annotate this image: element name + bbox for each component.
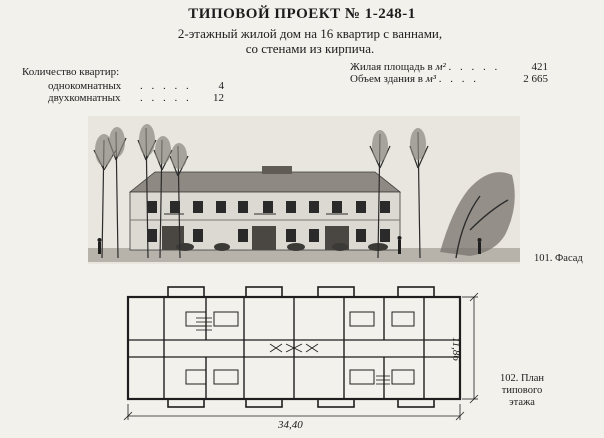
facade-figure-caption: Фасад: [555, 253, 583, 264]
living-area-unit: м²: [435, 61, 446, 73]
living-area-dots: . . . . .: [448, 61, 501, 73]
living-area-label: Жилая площадь в: [350, 61, 433, 73]
apartment-row-2-label: двухкомнатных: [48, 92, 121, 104]
volume-value: 2 665: [523, 73, 548, 85]
facade-figure-number: 101.: [534, 253, 553, 264]
plan-caption: 102. План типового этажа: [486, 373, 558, 409]
plan-caption-line-3: этажа: [509, 397, 535, 408]
project-subtitle: 2-этажный жилой дом на 16 квартир с ванн…: [100, 26, 520, 56]
plan-depth-dimension: 11,86: [450, 337, 462, 361]
plan-figure-number: 102.: [499, 373, 519, 384]
apartment-row-1-value: 4: [218, 80, 225, 92]
plan-caption-word-1: План: [520, 373, 545, 384]
subtitle-line-2: со стенами из кирпича.: [245, 41, 375, 56]
facade-caption: 101. Фасад: [534, 253, 583, 265]
project-title: ТИПОВОЙ ПРОЕКТ № 1-248-1: [188, 6, 416, 22]
subtitle-line-1: 2-этажный жилой дом на 16 квартир с ванн…: [177, 26, 443, 41]
apartment-row-1-dots: . . . . .: [140, 80, 192, 92]
living-area-line: Жилая площадь в м² . . . . .: [350, 61, 500, 73]
plan-caption-line-2: типового: [501, 385, 543, 396]
apartment-row-2-value: 12: [213, 92, 224, 104]
living-area-value: 421: [531, 61, 549, 73]
volume-dots: . . . .: [438, 73, 480, 85]
plan-width-dimension: 34,40: [278, 419, 303, 431]
volume-label: Объем здания в: [350, 73, 423, 85]
apartment-row-1-label: однокомнатных: [48, 80, 122, 92]
plan-caption-line-1: 102. План: [486, 373, 558, 385]
apartments-heading: Количество квартир:: [22, 66, 120, 78]
volume-unit: м³: [425, 73, 437, 85]
apartment-row-2-dots: . . . . .: [140, 92, 192, 104]
volume-line: Объем здания в м³ . . . .: [350, 73, 479, 85]
